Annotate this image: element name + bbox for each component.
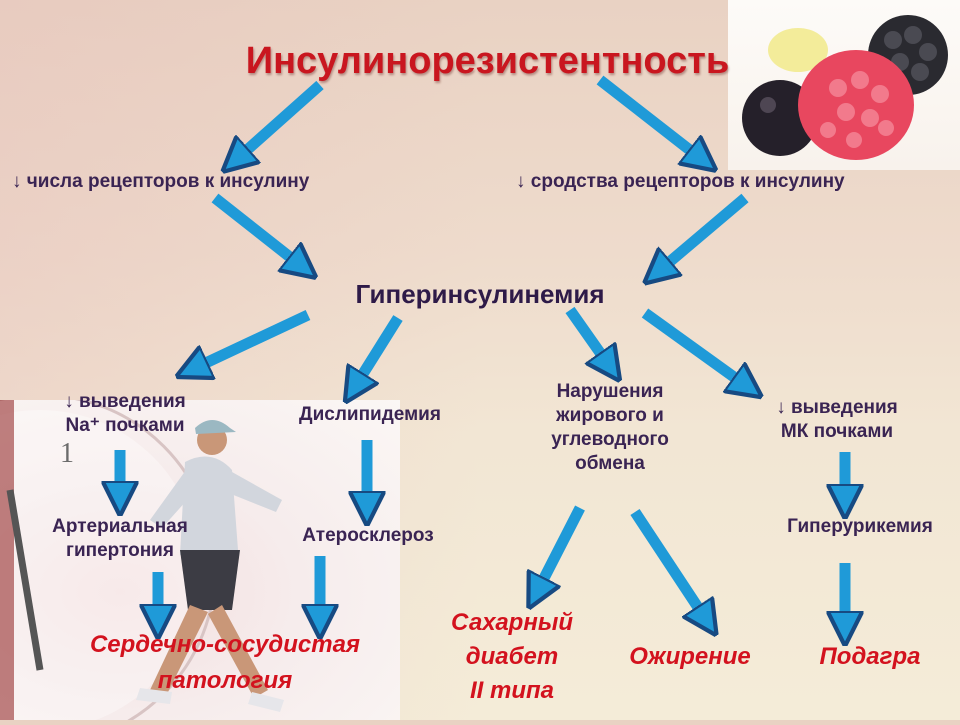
outcome-cardio: Сердечно-сосудистая патология: [60, 630, 390, 696]
outcome-diabetes-line3: II типа: [469, 677, 554, 704]
svg-text:1: 1: [60, 438, 74, 469]
outcome-gout: Подагра: [819, 643, 921, 670]
node-na-excretion: ↓ выведения Na⁺ почками: [40, 390, 210, 438]
arrow-center-to-na: [195, 310, 311, 368]
outcome-diabetes-line2: диабет: [465, 643, 559, 670]
outcome-diabetes: Сахарный диабет II типа: [432, 606, 592, 708]
center-node: Гиперинсулинемия: [355, 279, 605, 309]
outcome-cardio-line1: Сердечно-сосудистая: [89, 631, 361, 658]
arrow-center-to-dyslip: [356, 315, 403, 385]
node-uric-line2: МК почками: [780, 421, 894, 442]
runner-photo: 1: [0, 393, 400, 725]
branch-right: ↓ сродства рецепторов к инсулину: [516, 171, 845, 192]
node-na-line1: ↓ выведения: [64, 391, 186, 412]
node-na-line2: Na⁺ почками: [65, 415, 185, 436]
node-uric-line1: ↓ выведения: [776, 397, 898, 418]
node-uric-excretion: ↓ выведения МК почками: [752, 396, 922, 444]
node-dyslipidemia: Дислипидемия: [299, 404, 441, 425]
outcome-diabetes-line1: Сахарный: [451, 609, 573, 636]
node-metab-line1: Нарушения: [556, 381, 664, 402]
arrow-center-to-metab: [565, 306, 608, 364]
node-metab-line3: углеводного: [551, 429, 669, 450]
arrow-right-to-center: [660, 193, 749, 270]
berries-photo: [728, 0, 960, 170]
arrow-left-to-center: [211, 193, 300, 265]
node-metab-line2: жирового и: [556, 405, 664, 426]
node-hyperuricemia: Гиперурикемия: [787, 516, 933, 537]
node-hypertension: Артериальная гипертония: [25, 515, 215, 563]
arrow-metab-to-obesity: [630, 508, 705, 618]
outcome-cardio-line2: патология: [157, 667, 293, 694]
arrow-title-to-right: [596, 75, 700, 158]
diagram-title: Инсулинорезистентность: [245, 40, 730, 82]
arrow-metab-to-diabetes: [538, 505, 585, 590]
node-hyp-line2: гипертония: [66, 540, 174, 561]
arrow-title-to-left: [238, 80, 324, 158]
outcome-obesity: Ожирение: [629, 643, 751, 670]
node-hyp-line1: Артериальная: [52, 516, 188, 537]
branch-left: ↓ числа рецепторов к инсулину: [12, 171, 310, 192]
arrow-center-to-uric: [641, 308, 745, 385]
node-atherosclerosis: Атеросклероз: [302, 525, 434, 546]
node-metab-line4: обмена: [575, 453, 645, 474]
node-metabolism: Нарушения жирового и углеводного обмена: [520, 380, 700, 476]
